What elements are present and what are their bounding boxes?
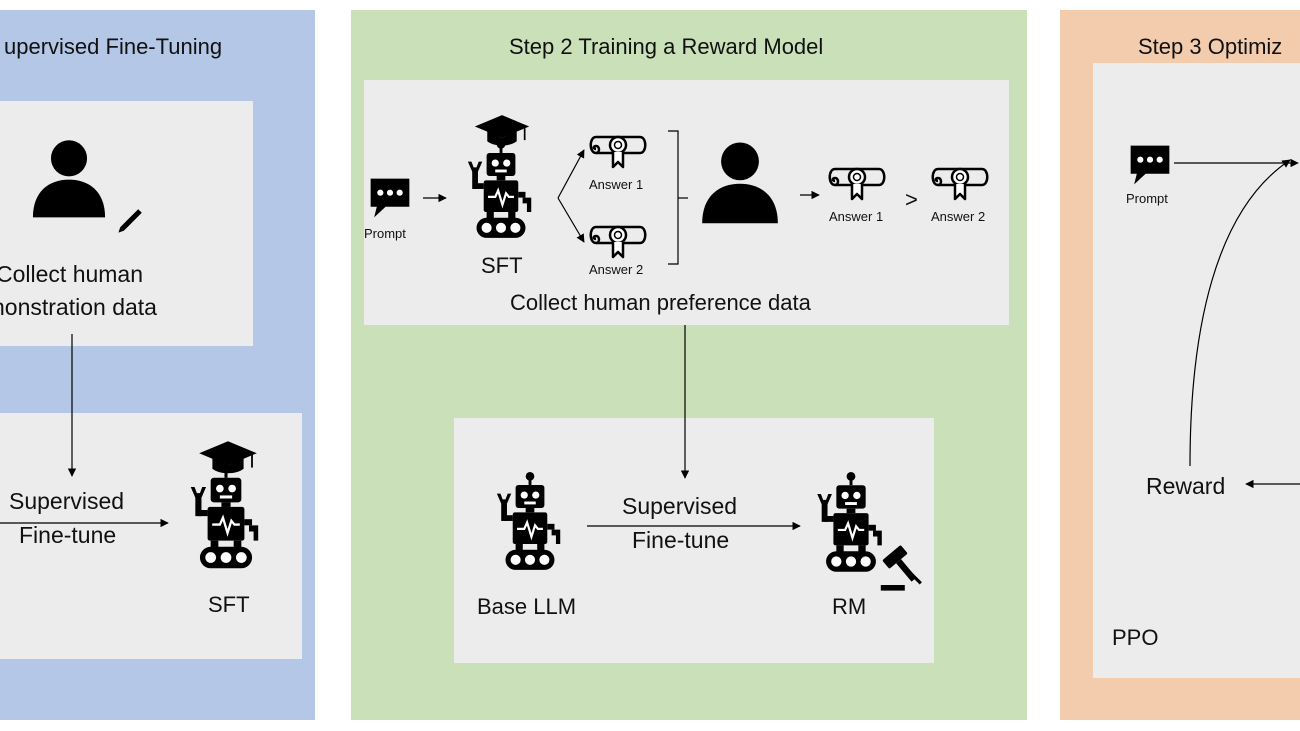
person-icon <box>28 133 110 223</box>
robot-icon <box>186 464 266 579</box>
gavel-icon <box>876 545 924 593</box>
step2-answer2: Answer 2 <box>589 262 644 277</box>
chat-bubble-icon <box>1126 143 1174 187</box>
step2-answer1: Answer 1 <box>589 177 644 192</box>
step1-title: upervised Fine-Tuning <box>4 34 223 59</box>
certificate-icon <box>826 162 888 202</box>
step3-title: Step 3 Optimiz <box>1138 34 1283 59</box>
step1-collect-line1: Collect human <box>0 261 144 287</box>
step3-ppo-label: PPO <box>1112 625 1159 650</box>
step2-rank-symbol: > <box>905 187 918 212</box>
chat-bubble-icon <box>368 176 412 220</box>
step1-sft-label: SFT <box>208 592 250 617</box>
certificate-icon <box>587 130 649 170</box>
certificate-icon <box>929 162 991 202</box>
step3-ppo-box <box>1093 63 1300 678</box>
step2-rm-label: RM <box>832 594 867 619</box>
step3-prompt-label: Prompt <box>1126 191 1168 206</box>
step2-title: Step 2 Training a Reward Model <box>509 34 824 59</box>
step1-collect-line2: nonstration data <box>0 294 157 320</box>
step2-sft-label: SFT <box>481 253 523 278</box>
step2-base-llm: Base LLM <box>477 594 577 619</box>
step2-rank-answer2: Answer 2 <box>931 209 986 224</box>
certificate-icon <box>587 220 649 260</box>
step2-prompt-label: Prompt <box>364 226 406 241</box>
step2-finetune-line1: Supervised <box>622 493 738 519</box>
step3-reward-label: Reward <box>1146 473 1226 499</box>
step2-collect-caption: Collect human preference data <box>510 290 811 315</box>
robot-icon <box>489 472 571 580</box>
step1-finetune-line2: Fine-tune <box>19 522 117 548</box>
step2-preference-box <box>364 80 1009 325</box>
step1-finetune-line1: Supervised <box>9 488 125 514</box>
step2-finetune-line2: Fine-tune <box>632 527 730 553</box>
robot-icon <box>462 140 540 248</box>
pencil-icon <box>113 202 149 238</box>
step2-rank-answer1: Answer 1 <box>829 209 884 224</box>
person-icon <box>697 137 783 227</box>
